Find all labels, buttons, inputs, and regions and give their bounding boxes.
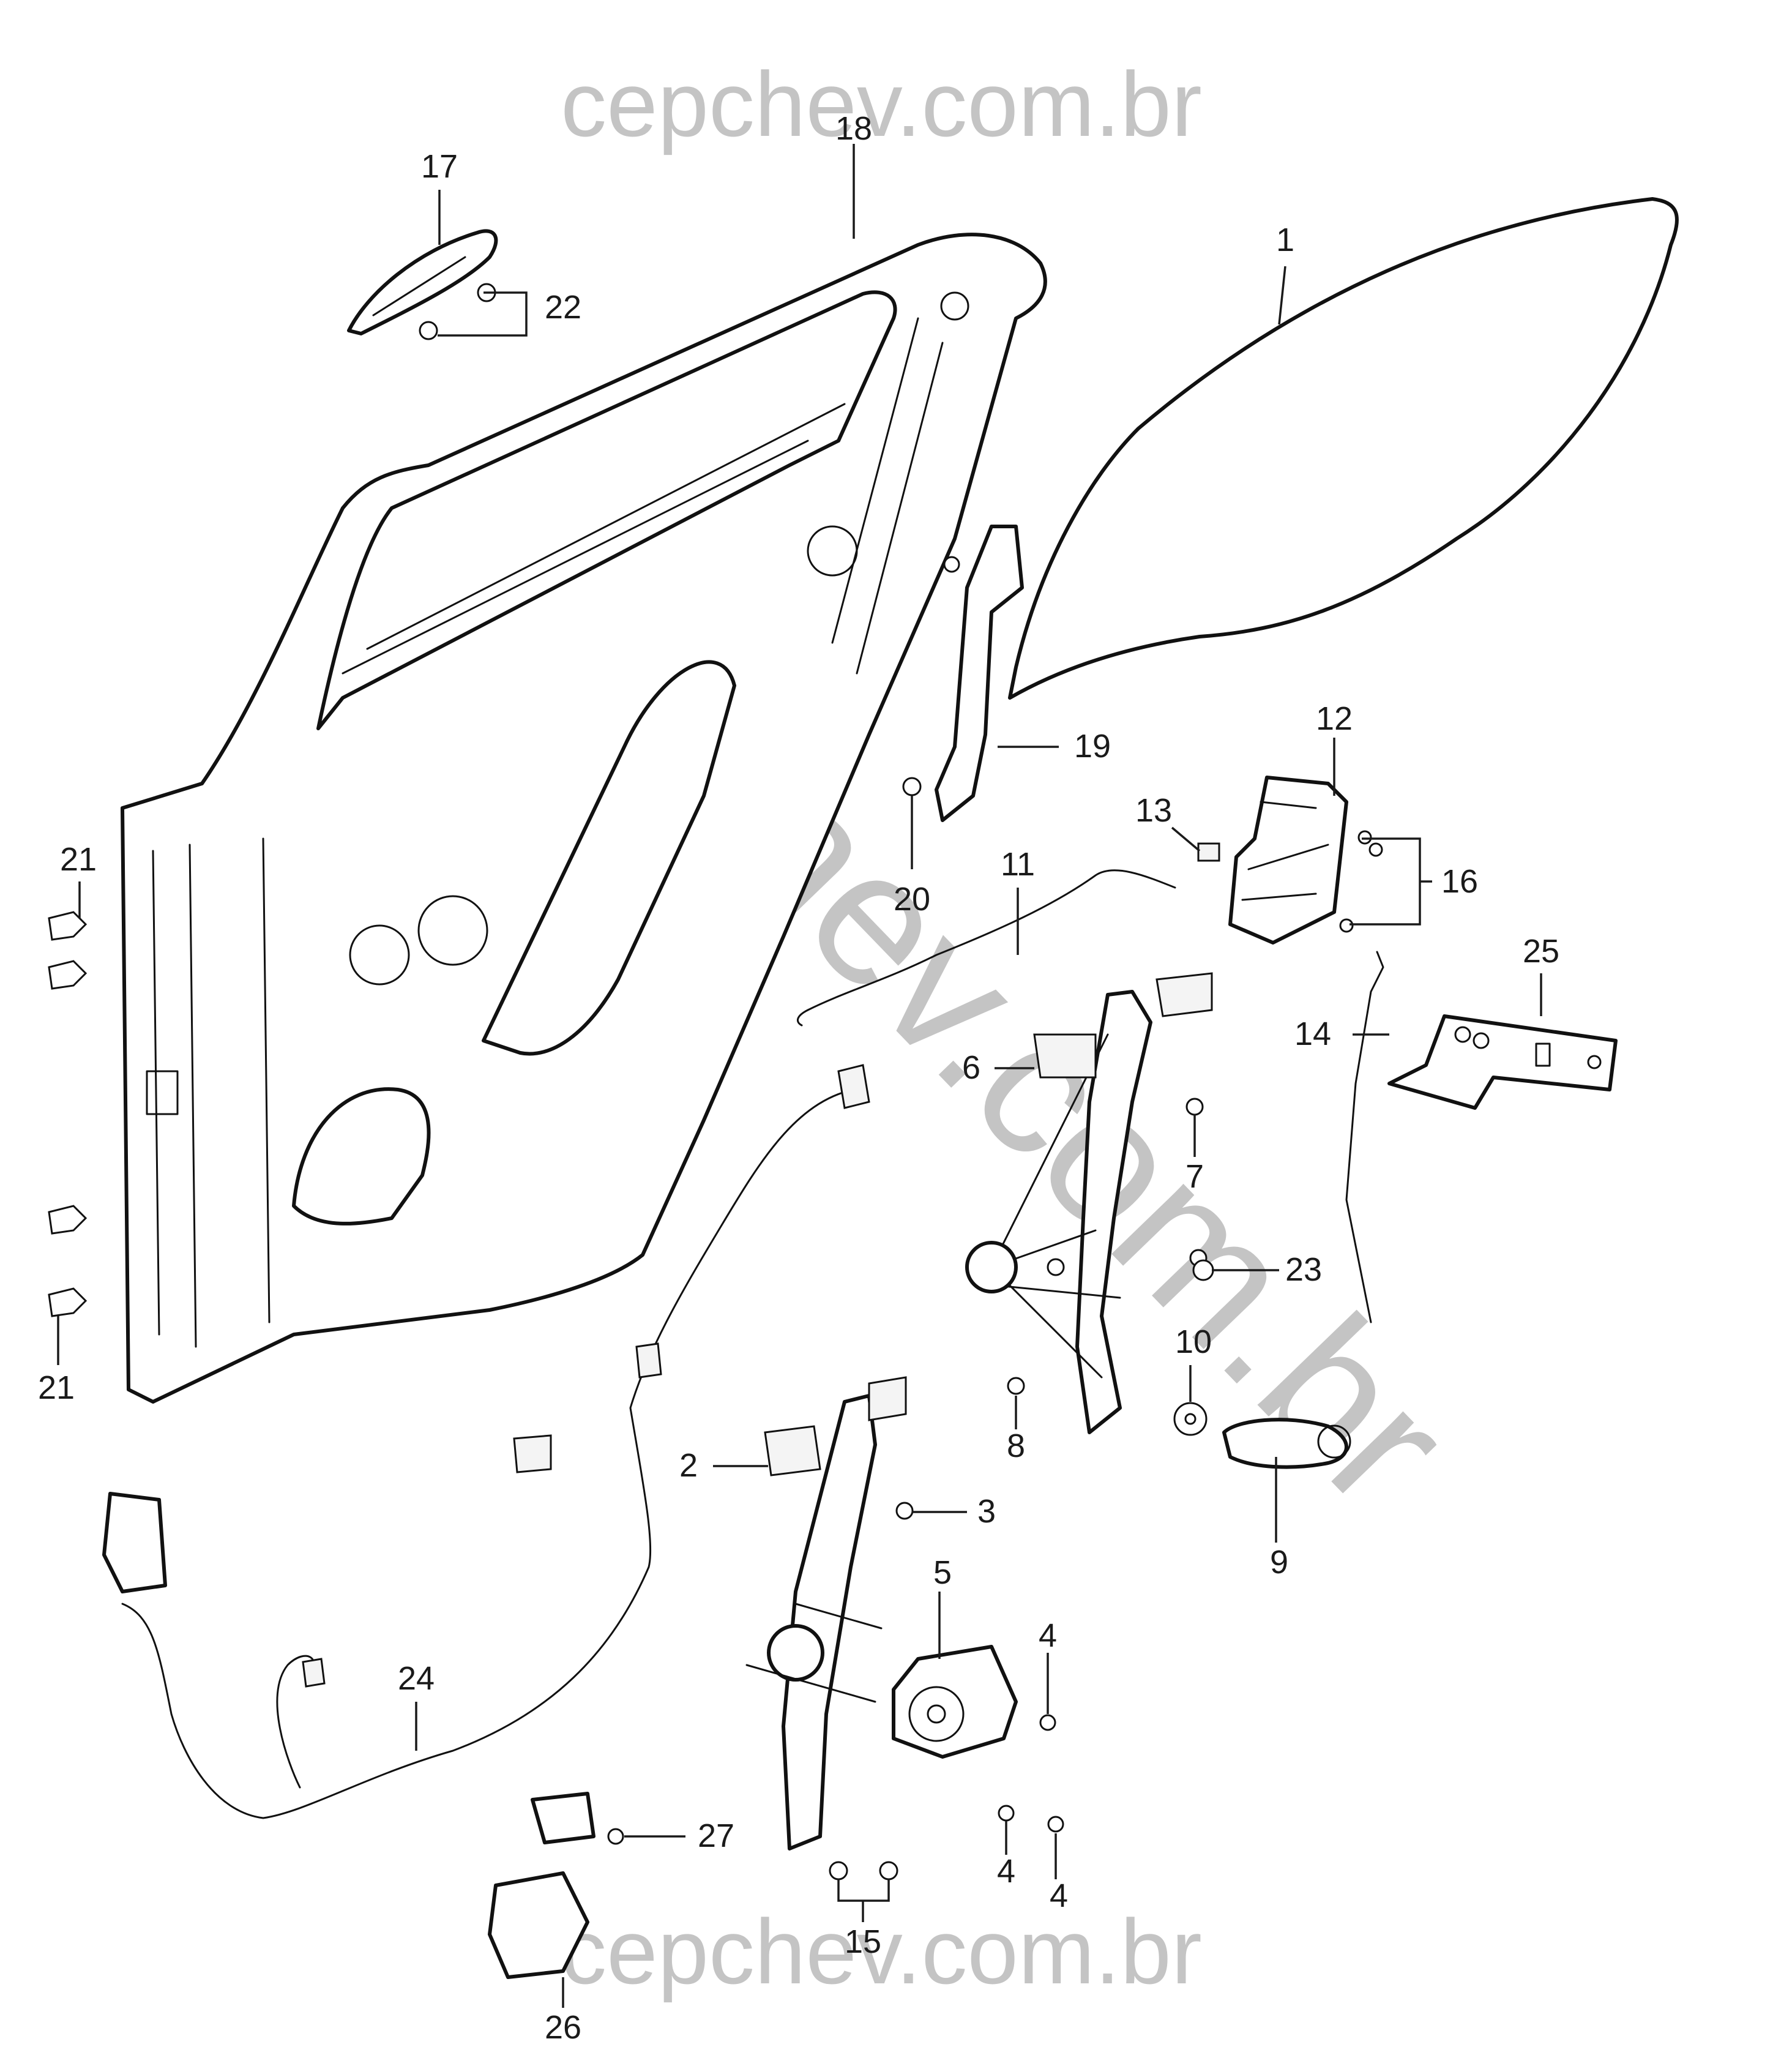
callout-11: 11 [1001, 846, 1035, 883]
callout-21b: 21 [38, 1369, 75, 1406]
lock-cable-part-11 [797, 869, 1176, 1027]
clip-part-13 [1197, 842, 1220, 862]
callout-23: 23 [1285, 1251, 1322, 1288]
window-regulator-part-2 [745, 1376, 907, 1851]
glass-run-channel-part-19 [902, 525, 1024, 822]
callout-27: 27 [698, 1817, 734, 1854]
callout-2: 2 [679, 1447, 698, 1484]
callout-15: 15 [845, 1923, 881, 1960]
screws-part-15 [829, 1861, 898, 1880]
screw-part-27 [607, 1828, 624, 1845]
callout-8: 8 [1007, 1428, 1025, 1464]
callout-16: 16 [1441, 863, 1478, 900]
door-frame-part-18 [121, 233, 1047, 1404]
callout-21a: 21 [60, 841, 97, 878]
callouts: 1 2 3 4 4 4 5 6 7 8 9 10 11 12 13 14 15 … [38, 110, 1559, 2046]
callout-5: 5 [933, 1554, 952, 1591]
callout-1: 1 [1276, 222, 1294, 258]
control-module-part-26 [488, 1792, 595, 1979]
callout-6: 6 [962, 1049, 980, 1086]
leader-lines [57, 144, 1542, 2008]
callout-26: 26 [545, 2009, 581, 2046]
callout-3: 3 [977, 1493, 996, 1530]
callout-12: 12 [1316, 700, 1353, 737]
callout-4a: 4 [1039, 1617, 1057, 1654]
callout-13: 13 [1135, 792, 1172, 829]
callout-9: 9 [1270, 1544, 1288, 1581]
watermark-top: cepchev.com.br [561, 53, 1202, 155]
regulator-motor-part-5 [892, 1645, 1018, 1759]
callout-20: 20 [894, 881, 930, 918]
window-glass-part-1 [1008, 197, 1679, 700]
hinge-bolts-part-21 [48, 911, 88, 1317]
bolt-part-3 [895, 1502, 914, 1520]
callout-14: 14 [1294, 1016, 1331, 1052]
callout-4b: 4 [997, 1853, 1015, 1890]
window-regulator-part-6 [965, 972, 1213, 1434]
latch-screws-part-16 [1339, 830, 1383, 933]
callout-18: 18 [835, 110, 872, 147]
washer-part-10 [1173, 1402, 1208, 1436]
latch-rod-part-14 [1345, 951, 1384, 1323]
clip-part-23 [1192, 1259, 1214, 1281]
door-latch-part-12 [1228, 776, 1348, 945]
window-crank-part-9 [1222, 1418, 1351, 1469]
callout-4c: 4 [1050, 1877, 1068, 1914]
inner-handle-part-17 [347, 229, 498, 335]
callout-7: 7 [1185, 1158, 1204, 1195]
callout-24: 24 [398, 1660, 435, 1697]
callout-10: 10 [1175, 1323, 1212, 1360]
wiring-harness-part-24 [102, 1064, 870, 1819]
callout-22: 22 [545, 289, 581, 326]
motor-bolts-part-4 [998, 1714, 1064, 1833]
watermark-bottom: cepchev.com.br [561, 1900, 1202, 2003]
callout-19: 19 [1074, 728, 1111, 765]
callout-17: 17 [421, 148, 458, 185]
callout-25: 25 [1523, 933, 1559, 970]
mounting-plate-part-25 [1387, 1014, 1618, 1110]
